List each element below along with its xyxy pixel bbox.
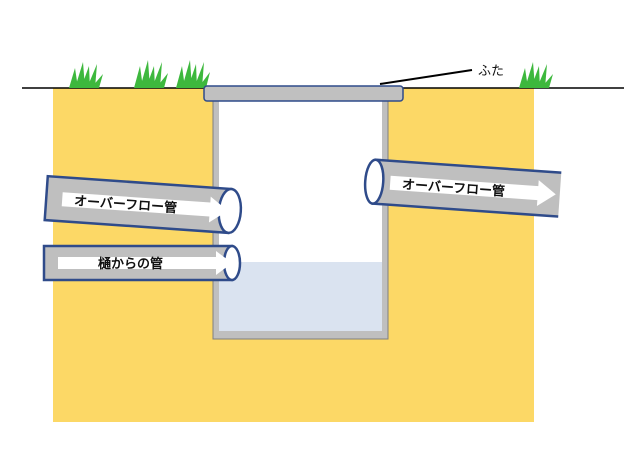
- flow-arrow-icon: [389, 175, 556, 207]
- overflow-pipe-left: オーバーフロー管: [43, 174, 243, 235]
- grass-tuft-icon: [519, 62, 553, 88]
- gutter-pipe: 樋からの管: [42, 244, 242, 282]
- grass-tuft-icon: [134, 60, 168, 88]
- lid-label: ふた: [478, 64, 504, 79]
- lid: [203, 85, 404, 102]
- gutter-pipe-label: 樋からの管: [98, 256, 163, 272]
- grass-tuft-icon: [69, 62, 103, 88]
- flow-arrow-icon: [58, 251, 232, 275]
- overflow-pipe-right: オーバーフロー管: [363, 158, 572, 220]
- grass-tuft-icon: [176, 60, 210, 88]
- flow-arrow-icon: [61, 192, 228, 223]
- overflow-pipe-left-label: オーバーフロー管: [74, 193, 178, 216]
- water: [219, 262, 382, 331]
- lid-leader-line: [379, 69, 473, 85]
- overflow-pipe-right-label: オーバーフロー管: [402, 177, 506, 200]
